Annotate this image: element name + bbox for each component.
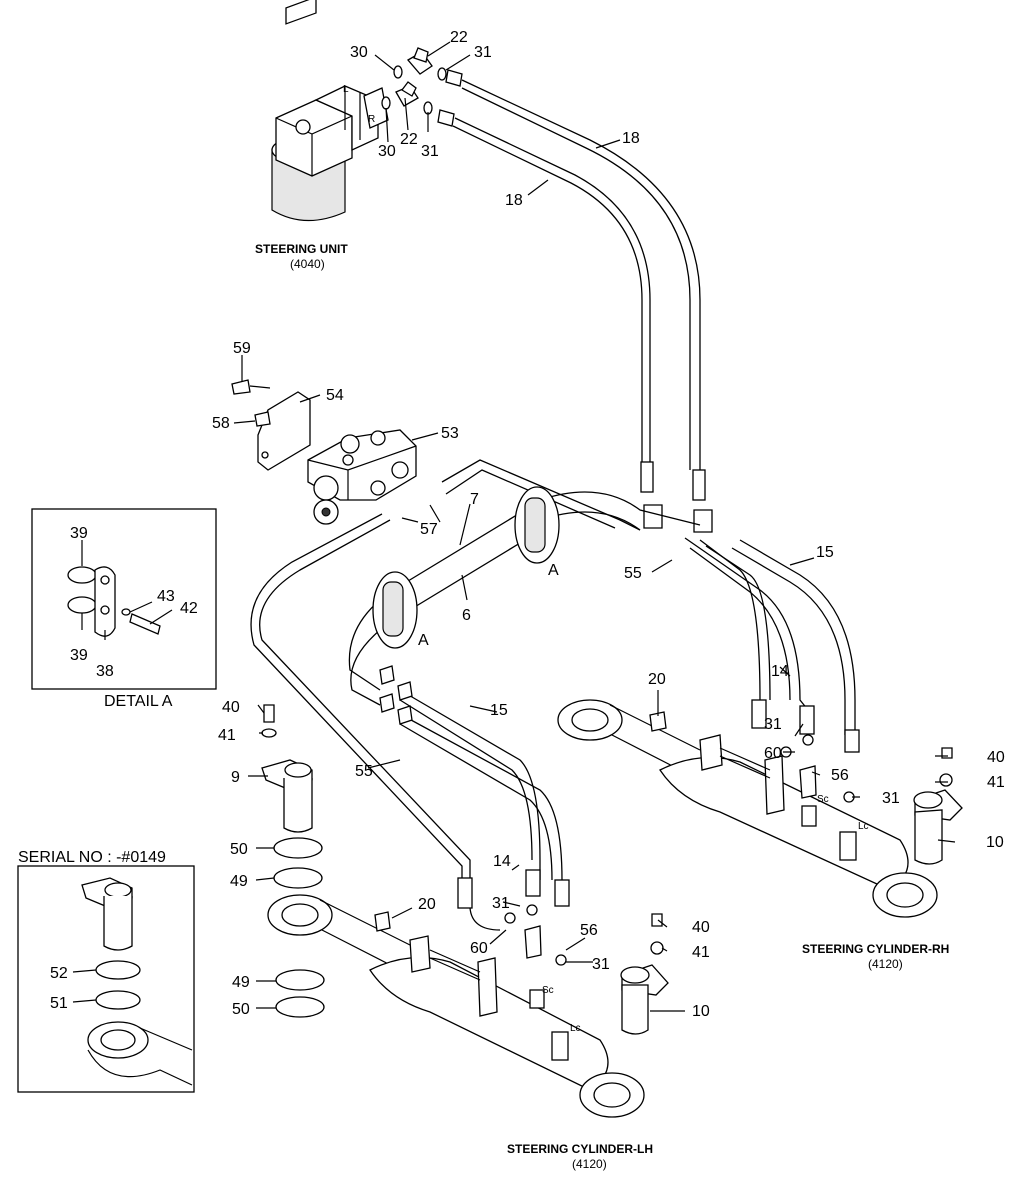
callout-41-pin: 41 <box>218 727 236 744</box>
callout-58: 58 <box>212 415 230 432</box>
callout-20-right: 20 <box>648 671 666 688</box>
callout-41-left: 41 <box>692 944 710 961</box>
callout-49-lower: 49 <box>232 974 250 991</box>
callout-31-lh-lower: 31 <box>592 956 610 973</box>
pin-10-lh <box>620 913 669 1035</box>
cylinder-rh-code: (4120) <box>868 957 903 971</box>
callout-40-right: 40 <box>987 749 1005 766</box>
callout-14-right: 14 <box>771 663 789 680</box>
callout-31-bottom: 31 <box>421 143 439 160</box>
callout-22-top: 22 <box>450 29 468 46</box>
callout-50-upper: 50 <box>230 841 248 858</box>
cylinder-lh-code: (4120) <box>572 1157 607 1171</box>
callout-31-rh-lower: 31 <box>882 790 900 807</box>
serial-no-box <box>17 865 195 1093</box>
cyl-lh-sc-port: Sc <box>542 985 554 996</box>
callout-55-left: 55 <box>355 763 373 780</box>
steering-unit <box>271 0 389 222</box>
cylinder-rh-caption: STEERING CYLINDER-RH <box>802 942 949 956</box>
callout-38: 38 <box>96 663 114 680</box>
callout-14-left: 14 <box>493 853 511 870</box>
callout-10-left: 10 <box>692 1003 710 1020</box>
detail-a-box <box>31 508 217 690</box>
callout-53: 53 <box>441 425 459 442</box>
callout-41-right: 41 <box>987 774 1005 791</box>
callout-40-pin: 40 <box>222 699 240 716</box>
callout-18-upper: 18 <box>622 130 640 147</box>
leader-lines <box>72 41 956 1012</box>
callout-40-left: 40 <box>692 919 710 936</box>
part-numbers: 30 22 31 30 22 31 18 18 59 54 58 53 7 57… <box>50 29 1005 1020</box>
cyl-lh-lc-port: Lc <box>570 1023 581 1034</box>
detail-a-clamp <box>67 566 161 637</box>
valve-block-53 <box>231 379 417 525</box>
callout-15-left: 15 <box>490 702 508 719</box>
cyl-rh-lc-port: Lc <box>858 821 869 832</box>
callout-60-right: 60 <box>764 745 782 762</box>
steering-unit-code: (4040) <box>290 257 325 271</box>
port-r-label: R <box>368 114 375 125</box>
callout-15-right: 15 <box>816 544 834 561</box>
callout-31-rh-upper: 31 <box>764 716 782 733</box>
callout-7: 7 <box>470 491 479 508</box>
callout-18-lower: 18 <box>505 192 523 209</box>
callout-50-lower: 50 <box>232 1001 250 1018</box>
callout-31-lh-upper: 31 <box>492 895 510 912</box>
clamp-a-label-right: A <box>548 562 559 579</box>
callout-20-left: 20 <box>418 896 436 913</box>
callout-31-top: 31 <box>474 44 492 61</box>
callout-39-upper: 39 <box>70 525 88 542</box>
callout-54: 54 <box>326 387 344 404</box>
callout-22-bottom: 22 <box>400 131 418 148</box>
callout-59: 59 <box>233 340 251 357</box>
callout-51: 51 <box>50 995 68 1012</box>
steering-unit-caption: STEERING UNIT <box>255 242 348 256</box>
cyl-rh-sc-port: Sc <box>817 794 829 805</box>
callout-42: 42 <box>180 600 198 617</box>
callout-30-top: 30 <box>350 44 368 61</box>
callout-55-right: 55 <box>624 565 642 582</box>
port-l-label: L <box>343 84 349 95</box>
callout-9: 9 <box>231 769 240 786</box>
pin-10-rh <box>913 747 963 865</box>
clamp-a-label-left: A <box>418 632 429 649</box>
detail-a-caption: DETAIL A <box>104 693 173 710</box>
steering-cylinder-lh <box>267 894 645 1118</box>
steering-cylinder-rh <box>557 699 938 918</box>
callout-43: 43 <box>157 588 175 605</box>
callout-56-right: 56 <box>831 767 849 784</box>
callout-10-right: 10 <box>986 834 1004 851</box>
callout-60-left: 60 <box>470 940 488 957</box>
steering-unit-fittings <box>381 47 463 127</box>
callout-52: 52 <box>50 965 68 982</box>
callout-49-upper: 49 <box>230 873 248 890</box>
center-hoses <box>250 459 860 931</box>
serial-variant-pin <box>81 877 193 1086</box>
callout-39-lower: 39 <box>70 647 88 664</box>
pin-9-assembly <box>261 704 325 1018</box>
callout-57: 57 <box>420 521 438 538</box>
serial-no-caption: SERIAL NO : -#0149 <box>18 849 166 866</box>
hose-18-pair <box>452 79 713 533</box>
callout-6: 6 <box>462 607 471 624</box>
callout-56-left: 56 <box>580 922 598 939</box>
callout-30-bottom: 30 <box>378 143 396 160</box>
cylinder-lh-caption: STEERING CYLINDER-LH <box>507 1142 653 1156</box>
